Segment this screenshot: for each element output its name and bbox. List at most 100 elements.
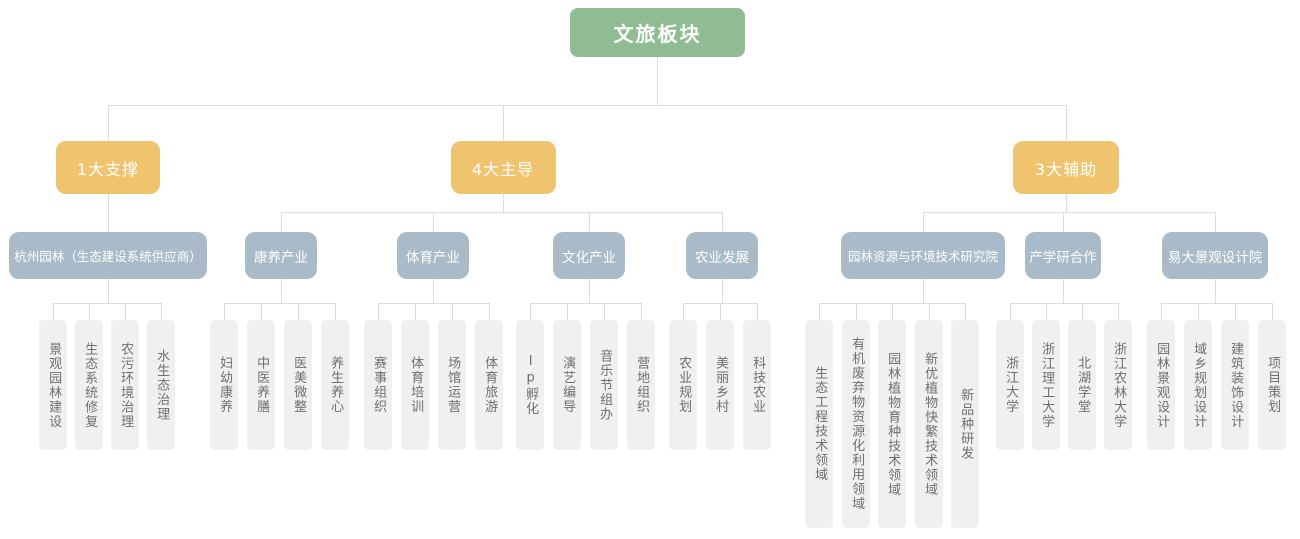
leaf-node: 养生养心	[321, 320, 349, 450]
connector-line	[892, 303, 893, 320]
leaf-node: 生态系统修复	[75, 320, 103, 450]
leaf-node: 美丽乡村	[706, 320, 734, 450]
leaf-node: 营地组织	[627, 320, 655, 450]
leaf-node: 域乡规划设计	[1184, 320, 1212, 450]
connector-line	[1046, 303, 1047, 320]
connector-line	[929, 303, 930, 320]
leaf-node: 演艺编导	[553, 320, 581, 450]
connector-line	[530, 303, 641, 304]
connector-line	[819, 303, 820, 320]
leaf-node: 浙江农林大学	[1104, 320, 1132, 450]
connector-line	[1272, 303, 1273, 320]
connector-line	[530, 303, 531, 320]
connector-line	[378, 303, 489, 304]
connector-line	[720, 303, 721, 320]
connector-line	[378, 303, 379, 320]
connector-line	[89, 303, 90, 320]
connector-line	[923, 279, 924, 303]
leaf-node: 浙江理工大学	[1032, 320, 1060, 450]
connector-line	[1118, 303, 1119, 320]
connector-line	[567, 303, 568, 320]
connector-line	[589, 212, 590, 232]
connector-line	[335, 303, 336, 320]
dept-node: 农业发展	[686, 232, 758, 279]
leaf-node: 农污环境治理	[111, 320, 139, 450]
leaf-node: 场馆运营	[438, 320, 466, 450]
leaf-node: 农业规划	[669, 320, 697, 450]
connector-line	[1161, 303, 1162, 320]
connector-line	[1215, 212, 1216, 232]
leaf-node: 北湖学堂	[1068, 320, 1096, 450]
dept-node: 园林资源与环境技术研究院	[841, 232, 1005, 279]
connector-line	[923, 212, 924, 232]
connector-line	[657, 57, 658, 105]
leaf-node: 园林景观设计	[1147, 320, 1175, 450]
dept-node: 康养产业	[245, 232, 317, 279]
connector-line	[856, 303, 857, 320]
leaf-node: 体育旅游	[475, 320, 503, 450]
branch-3-auxiliary: 3大辅助	[1013, 141, 1119, 194]
connector-line	[452, 303, 453, 320]
dept-node: 杭州园林（生态建设系统供应商）	[9, 232, 207, 279]
connector-line	[589, 279, 590, 303]
root-node: 文旅板块	[570, 8, 745, 57]
leaf-node: 有机废弃物资源化利用领域	[842, 320, 870, 528]
connector-line	[503, 194, 504, 212]
connector-line	[1063, 212, 1064, 232]
connector-line	[433, 279, 434, 303]
connector-line	[722, 279, 723, 303]
connector-line	[281, 279, 282, 303]
leaf-node: 生态工程技术领域	[805, 320, 833, 528]
leaf-node: 科技农业	[743, 320, 771, 450]
connector-line	[125, 303, 126, 320]
leaf-node: 新优植物快繁技术领域	[915, 320, 943, 528]
leaf-node: 医美微整	[284, 320, 312, 450]
leaf-node: 建筑装饰设计	[1221, 320, 1249, 450]
connector-line	[1010, 303, 1118, 304]
leaf-node: 体育培训	[401, 320, 429, 450]
connector-line	[503, 105, 504, 141]
connector-line	[281, 212, 722, 213]
connector-line	[298, 303, 299, 320]
leaf-node: 项目策划	[1258, 320, 1286, 450]
connector-line	[108, 279, 109, 303]
dept-node: 文化产业	[553, 232, 625, 279]
connector-line	[923, 212, 1215, 213]
connector-line	[53, 303, 54, 320]
leaf-node: 浙江大学	[996, 320, 1024, 450]
connector-line	[415, 303, 416, 320]
branch-4-leading: 4大主导	[450, 141, 556, 194]
leaf-node: 妇幼康养	[210, 320, 238, 450]
connector-line	[161, 303, 162, 320]
leaf-node: 新品种研发	[951, 320, 979, 528]
connector-line	[1215, 279, 1216, 303]
dept-node: 体育产业	[397, 232, 469, 279]
connector-line	[1235, 303, 1236, 320]
connector-line	[604, 303, 605, 320]
connector-line	[108, 105, 109, 141]
leaf-node: 赛事组织	[364, 320, 392, 450]
leaf-node: 景观园林建设	[39, 320, 67, 450]
dept-node: 产学研合作	[1025, 232, 1101, 279]
leaf-node: 中医养膳	[247, 320, 275, 450]
connector-line	[1198, 303, 1199, 320]
leaf-node: 水生态治理	[147, 320, 175, 450]
connector-line	[433, 212, 434, 232]
connector-line	[641, 303, 642, 320]
connector-line	[108, 105, 1066, 106]
connector-line	[53, 303, 161, 304]
leaf-node: Ip孵化	[516, 320, 544, 450]
connector-line	[224, 303, 225, 320]
connector-line	[224, 303, 335, 304]
connector-line	[489, 303, 490, 320]
connector-line	[281, 212, 282, 232]
connector-line	[757, 303, 758, 320]
connector-line	[261, 303, 262, 320]
connector-line	[1066, 105, 1067, 141]
connector-line	[965, 303, 966, 320]
connector-line	[108, 194, 109, 232]
connector-line	[1082, 303, 1083, 320]
connector-line	[1066, 194, 1067, 212]
connector-line	[1063, 279, 1064, 303]
